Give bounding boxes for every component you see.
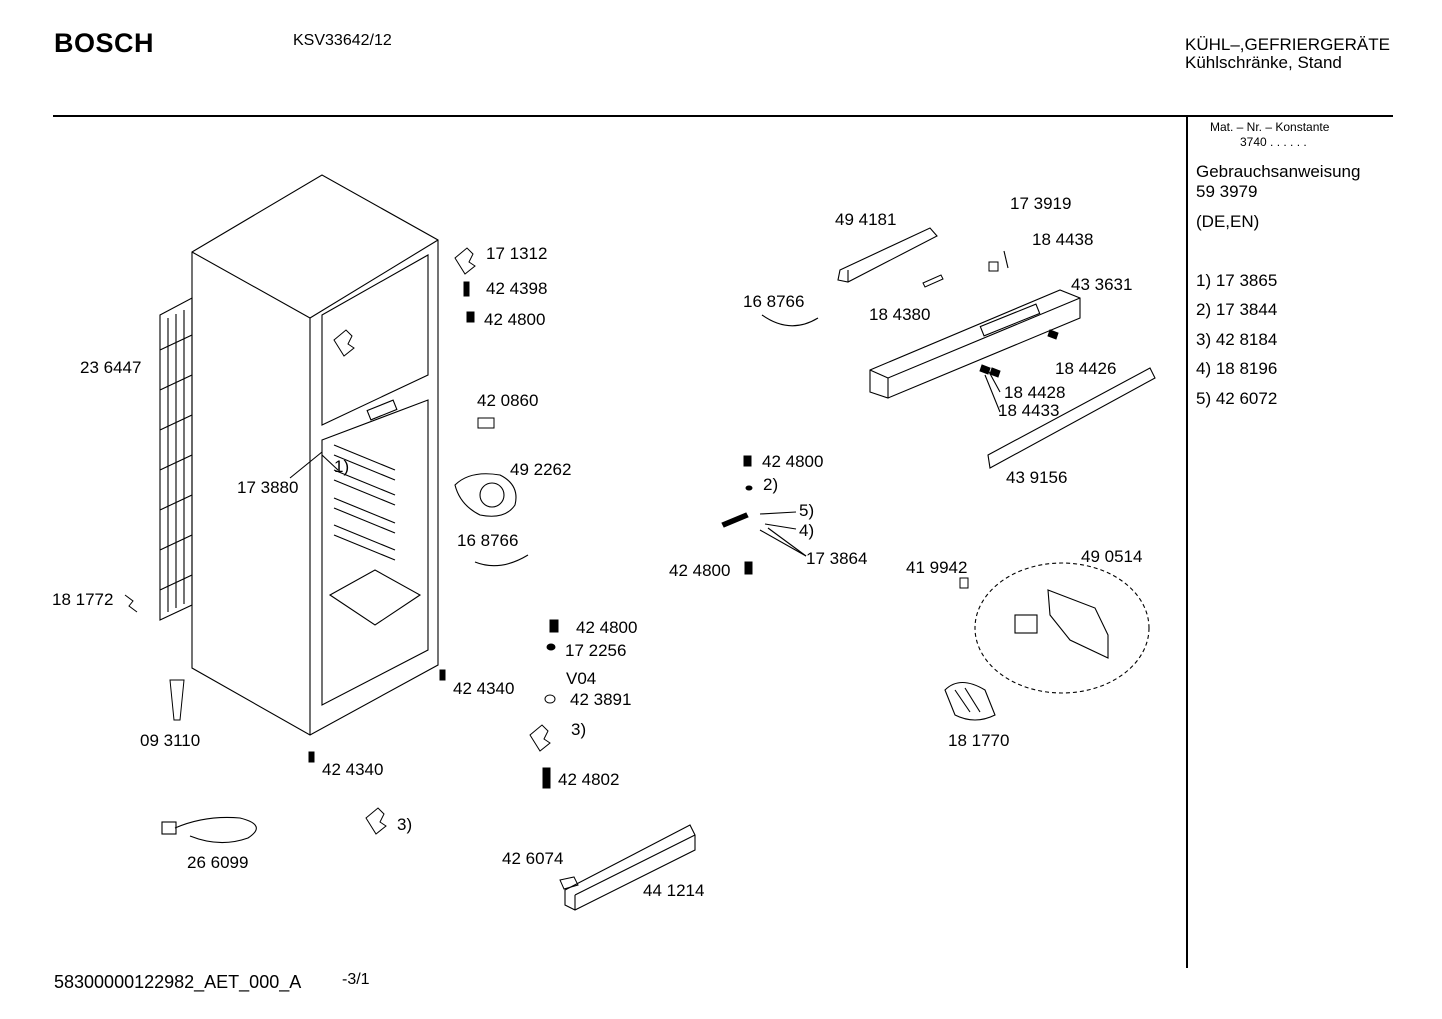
screw-icon	[466, 311, 475, 323]
part-label: 49 2262	[510, 460, 571, 479]
knob-icon	[989, 367, 1001, 378]
reference-label: 3)	[571, 720, 586, 739]
part-label: 09 3110	[140, 731, 200, 750]
part-label: 43 9156	[1006, 468, 1067, 487]
part-label: 18 4380	[869, 305, 930, 324]
connector-icon	[922, 274, 944, 288]
part-label: 42 4800	[762, 452, 823, 471]
refrigerator-cabinet	[191, 174, 439, 736]
reference-label: 3)	[397, 815, 412, 834]
reference-label: 5)	[799, 501, 814, 520]
part-label: 49 4181	[835, 210, 896, 229]
material-number-header: Mat. – Nr. – Konstante	[1210, 120, 1330, 134]
part-label: 42 3891	[570, 690, 631, 709]
page-number: -3/1	[342, 971, 370, 988]
part-label: 42 4340	[322, 760, 383, 779]
manual-number: 59 3979	[1196, 182, 1258, 201]
part-label: 42 6074	[502, 849, 563, 868]
manual-title: Gebrauchsanweisung	[1196, 162, 1361, 181]
sensor-lead-upper	[761, 314, 819, 327]
screw-icon	[463, 281, 470, 297]
light-bracket	[837, 227, 938, 283]
switch-icon	[477, 417, 495, 429]
part-label: 49 0514	[1081, 547, 1142, 566]
condenser-coil	[159, 297, 193, 621]
part-label: 17 2256	[565, 641, 626, 660]
part-label: 17 3919	[1010, 194, 1071, 213]
knob-icon	[1047, 329, 1059, 340]
part-label: 16 8766	[743, 292, 804, 311]
part-label: 17 3880	[237, 478, 298, 497]
power-cord	[161, 816, 257, 844]
sensor-lead-lower	[474, 554, 529, 567]
bracket-icon	[365, 807, 387, 835]
reference-label: 4)	[799, 521, 814, 540]
footnote-3: 3) 42 8184	[1196, 330, 1278, 349]
washer-icon	[546, 643, 556, 651]
trim-strip	[987, 367, 1156, 469]
heater-element-icon	[721, 512, 749, 528]
screw-icon	[308, 751, 315, 763]
cap-icon	[559, 876, 579, 890]
screw-icon	[439, 669, 446, 681]
bracket-icon	[454, 247, 476, 275]
part-label: 18 4426	[1055, 359, 1116, 378]
base-plinth	[564, 824, 696, 911]
manual-languages: (DE,EN)	[1196, 212, 1260, 231]
reference-label: 2)	[763, 475, 778, 494]
part-label: 42 4800	[669, 561, 730, 580]
model-number: KSV33642/12	[293, 32, 392, 49]
part-label: 17 1312	[486, 244, 547, 263]
washer-icon	[745, 485, 753, 491]
lamp-assembly	[974, 562, 1150, 694]
washer-icon	[544, 694, 556, 704]
document-id: 58300000122982_AET_000_A	[54, 972, 302, 992]
part-label: 44 1214	[643, 881, 704, 900]
part-label: 18 4433	[998, 401, 1059, 420]
part-label: 16 8766	[457, 531, 518, 550]
footnote-2: 2) 17 3844	[1196, 300, 1278, 319]
bracket-icon	[529, 724, 551, 752]
thermo-fuse-icon	[169, 679, 185, 721]
bracket-icon	[333, 329, 355, 357]
part-label: V04	[566, 669, 596, 688]
header-divider	[53, 115, 1393, 117]
knob-icon	[979, 364, 991, 375]
fan-cover	[454, 473, 517, 517]
part-label: 42 4802	[558, 770, 619, 789]
part-label: 42 4800	[484, 310, 545, 329]
part-label: 42 4398	[486, 279, 547, 298]
part-label: 18 1770	[948, 731, 1009, 750]
part-label: 42 0860	[477, 391, 538, 410]
part-label: 18 4438	[1032, 230, 1093, 249]
reference-label: 1)	[334, 457, 349, 476]
screw-icon	[743, 455, 752, 467]
part-label: 18 4428	[1004, 383, 1065, 402]
part-label: 43 3631	[1071, 275, 1132, 294]
sidebar-divider	[1186, 117, 1188, 968]
category-line-1: KÜHL–,GEFRIERGERÄTE	[1185, 35, 1390, 54]
part-label: 18 1772	[52, 590, 113, 609]
part-label: 26 6099	[187, 853, 248, 872]
part-label: 42 4340	[453, 679, 514, 698]
part-label: 42 4800	[576, 618, 637, 637]
category-line-2: Kühlschränke, Stand	[1185, 53, 1342, 72]
lamp-cover	[944, 681, 996, 721]
part-label: 23 6447	[80, 358, 141, 377]
control-panel	[869, 289, 1081, 399]
clip-icon	[124, 594, 138, 613]
part-label: 41 9942	[906, 558, 967, 577]
switch-icon	[988, 261, 999, 272]
brand-logo: BOSCH	[54, 28, 155, 58]
screw-icon	[542, 767, 551, 789]
footnote-1: 1) 17 3865	[1196, 271, 1278, 290]
material-number-value: 3740 . . . . . .	[1240, 135, 1307, 149]
lamp-socket-icon	[959, 577, 969, 589]
screw-icon	[744, 561, 753, 575]
part-label: 17 3864	[806, 549, 867, 568]
screw-icon	[549, 619, 559, 633]
footnote-5: 5) 42 6072	[1196, 389, 1278, 408]
footnote-4: 4) 18 8196	[1196, 359, 1278, 378]
